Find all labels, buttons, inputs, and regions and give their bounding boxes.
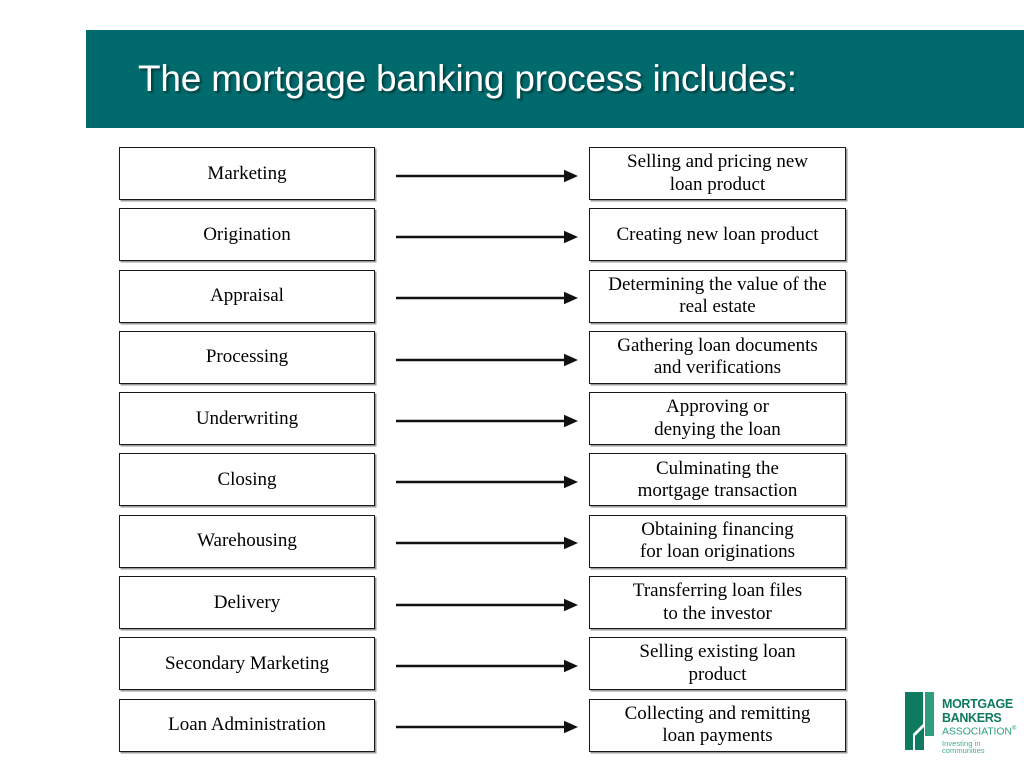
right-arrow-icon	[396, 291, 578, 305]
right-arrow-icon	[396, 536, 578, 550]
slide-title-bar: The mortgage banking process includes:	[86, 30, 1024, 128]
stage-label: Origination	[203, 223, 291, 245]
stage-label: Marketing	[207, 162, 287, 184]
stage-box[interactable]: Origination	[119, 208, 375, 262]
stage-label: Underwriting	[195, 407, 299, 429]
stage-box[interactable]: Underwriting	[119, 392, 375, 446]
mba-logo: MORTGAGE BANKERS ASSOCIATION® Investing …	[903, 690, 1021, 756]
right-arrow-icon	[396, 598, 578, 612]
stage-box[interactable]: Closing	[119, 453, 375, 507]
logo-line-mortgage: MORTGAGE	[942, 697, 1013, 711]
process-row: Loan Administration Collecting and remitt…	[0, 697, 1024, 758]
logo-association-text: ASSOCIATION	[942, 725, 1012, 737]
stage-box[interactable]: Loan Administration	[119, 698, 375, 752]
right-arrow-icon	[396, 230, 578, 244]
right-arrow-icon	[396, 720, 578, 734]
stage-box[interactable]: Delivery	[119, 576, 375, 630]
stage-box[interactable]: Marketing	[119, 147, 375, 200]
process-row: Origination Creating new loan product	[0, 206, 1024, 267]
stage-label: Secondary Marketing	[164, 652, 330, 674]
stage-label: Warehousing	[197, 530, 297, 552]
page-title: The mortgage banking process includes:	[138, 58, 797, 99]
description-box[interactable]: Creating new loan product	[589, 208, 846, 262]
stage-label: Delivery	[213, 591, 281, 613]
stage-box[interactable]: Appraisal	[119, 269, 375, 323]
right-arrow-icon	[396, 353, 578, 367]
process-row: Secondary Marketing Selling existing loan…	[0, 635, 1024, 696]
description-label: Creating new loan product	[616, 223, 819, 245]
logo-tagline: Investing in communities	[942, 738, 985, 755]
stage-box[interactable]: Processing	[119, 330, 375, 384]
right-arrow-icon	[396, 169, 578, 183]
mba-building-mark-icon	[905, 692, 934, 750]
stage-box[interactable]: Secondary Marketing	[119, 637, 375, 691]
logo-line-association: ASSOCIATION®	[942, 726, 1021, 737]
registered-mark-icon: ®	[1011, 725, 1017, 732]
right-arrow-icon	[396, 475, 578, 489]
mba-wordmark: MORTGAGE BANKERS ASSOCIATION® Investing …	[942, 690, 1021, 755]
right-arrow-icon	[396, 659, 578, 673]
stage-label: Processing	[205, 346, 289, 368]
stage-label: Appraisal	[210, 285, 284, 307]
stage-box[interactable]: Warehousing	[119, 514, 375, 568]
logo-line-bankers: BANKERS	[942, 710, 1002, 725]
stage-label: Closing	[217, 469, 277, 491]
right-arrow-icon	[396, 414, 578, 428]
stage-label: Loan Administration	[168, 714, 326, 736]
